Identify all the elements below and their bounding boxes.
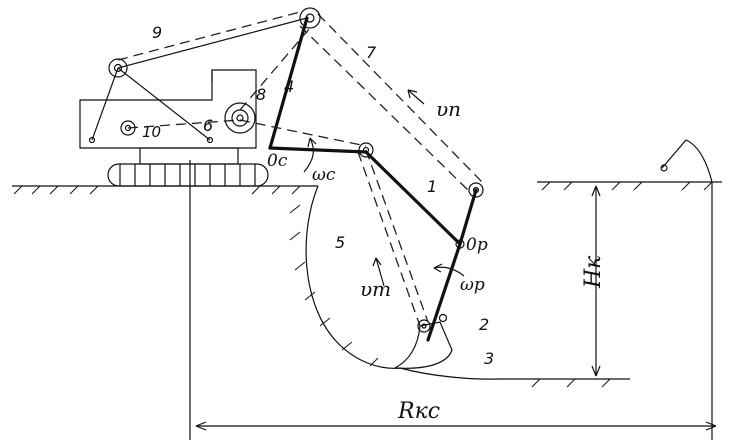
machinery-house	[79, 69, 257, 149]
label-4: 4	[284, 77, 294, 96]
rope-5b	[357, 151, 421, 327]
arrow-omega-c	[303, 137, 317, 173]
winch-8	[224, 102, 256, 134]
ground-left	[12, 185, 318, 195]
bucket-3	[392, 313, 453, 369]
rope-7b	[299, 25, 471, 193]
label-r-kc: Rкс	[397, 399, 440, 424]
label-10: 10	[142, 123, 161, 141]
rod-2	[426, 242, 462, 342]
ground-right	[537, 181, 722, 191]
label-h-k: Hк	[581, 255, 606, 289]
pulley-top	[299, 7, 321, 29]
rope-7	[317, 13, 483, 183]
rope-lower	[127, 119, 241, 129]
label-9: 9	[152, 23, 162, 42]
excavation-profile	[289, 185, 630, 388]
label-8: 8	[256, 85, 266, 104]
label-1: 1	[427, 177, 437, 196]
label-6: 6	[203, 116, 213, 135]
rope-to-stick	[239, 119, 367, 147]
crawler-tracks	[107, 147, 269, 187]
label-v-t: υт	[360, 277, 391, 301]
label-omega-p: ωp	[460, 275, 485, 295]
label-2: 2	[479, 315, 489, 334]
rope-upper	[239, 27, 311, 111]
label-o-p: 0p	[466, 235, 488, 255]
label-o-c: 0c	[267, 151, 288, 171]
a-frame-back	[91, 67, 119, 141]
arrow-omega-p	[433, 263, 465, 277]
label-5: 5	[335, 233, 345, 252]
pins	[88, 136, 214, 144]
label-3: 3	[484, 349, 494, 368]
small-excavator-icon	[660, 139, 713, 183]
label-v-p: υп	[436, 97, 461, 121]
pulley-bucket	[417, 319, 431, 333]
dimension-rkc	[189, 160, 717, 440]
label-7: 7	[366, 43, 377, 62]
arrow-vp	[407, 89, 425, 105]
arrow-vt	[372, 257, 385, 287]
rope-5	[365, 149, 429, 323]
label-omega-c: ωc	[312, 165, 336, 185]
boom	[117, 16, 309, 150]
stick-1	[268, 146, 478, 246]
pulley-stick-end	[468, 182, 484, 198]
dimension-hk	[591, 185, 601, 377]
joint-op	[455, 239, 465, 249]
drum-10	[120, 120, 136, 136]
rope-9	[117, 11, 301, 61]
pulley-stick	[358, 142, 374, 158]
pulley-a-frame	[108, 58, 128, 78]
a-frame-front	[117, 67, 211, 141]
